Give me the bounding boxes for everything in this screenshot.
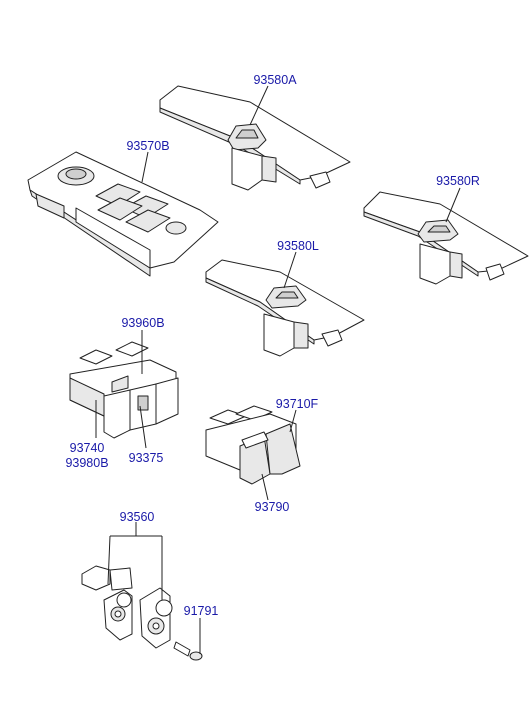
label-93960B[interactable]: 93960B	[121, 316, 165, 330]
part-93580A-drawing	[159, 85, 351, 191]
part-93580L-drawing	[205, 259, 365, 357]
label-93790[interactable]: 93790	[254, 500, 290, 514]
part-93570B-drawing	[27, 151, 219, 277]
label-91791[interactable]: 91791	[183, 604, 219, 618]
label-93375[interactable]: 93375	[128, 451, 164, 465]
label-93710F[interactable]: 93710F	[275, 397, 319, 411]
label-93980B[interactable]: 93980B	[65, 456, 109, 470]
part-93560-drawing	[81, 565, 203, 661]
leader-lines	[95, 85, 461, 654]
label-93580R[interactable]: 93580R	[436, 174, 480, 188]
label-93580L[interactable]: 93580L	[277, 239, 319, 253]
label-93580A[interactable]: 93580A	[253, 73, 297, 87]
label-93740[interactable]: 93740	[69, 441, 105, 455]
part-93960B-drawing	[69, 341, 179, 439]
part-93710F-drawing	[205, 405, 301, 485]
part-93580R-drawing	[363, 191, 529, 285]
label-93560[interactable]: 93560	[119, 510, 155, 524]
label-93570B[interactable]: 93570B	[126, 139, 170, 153]
